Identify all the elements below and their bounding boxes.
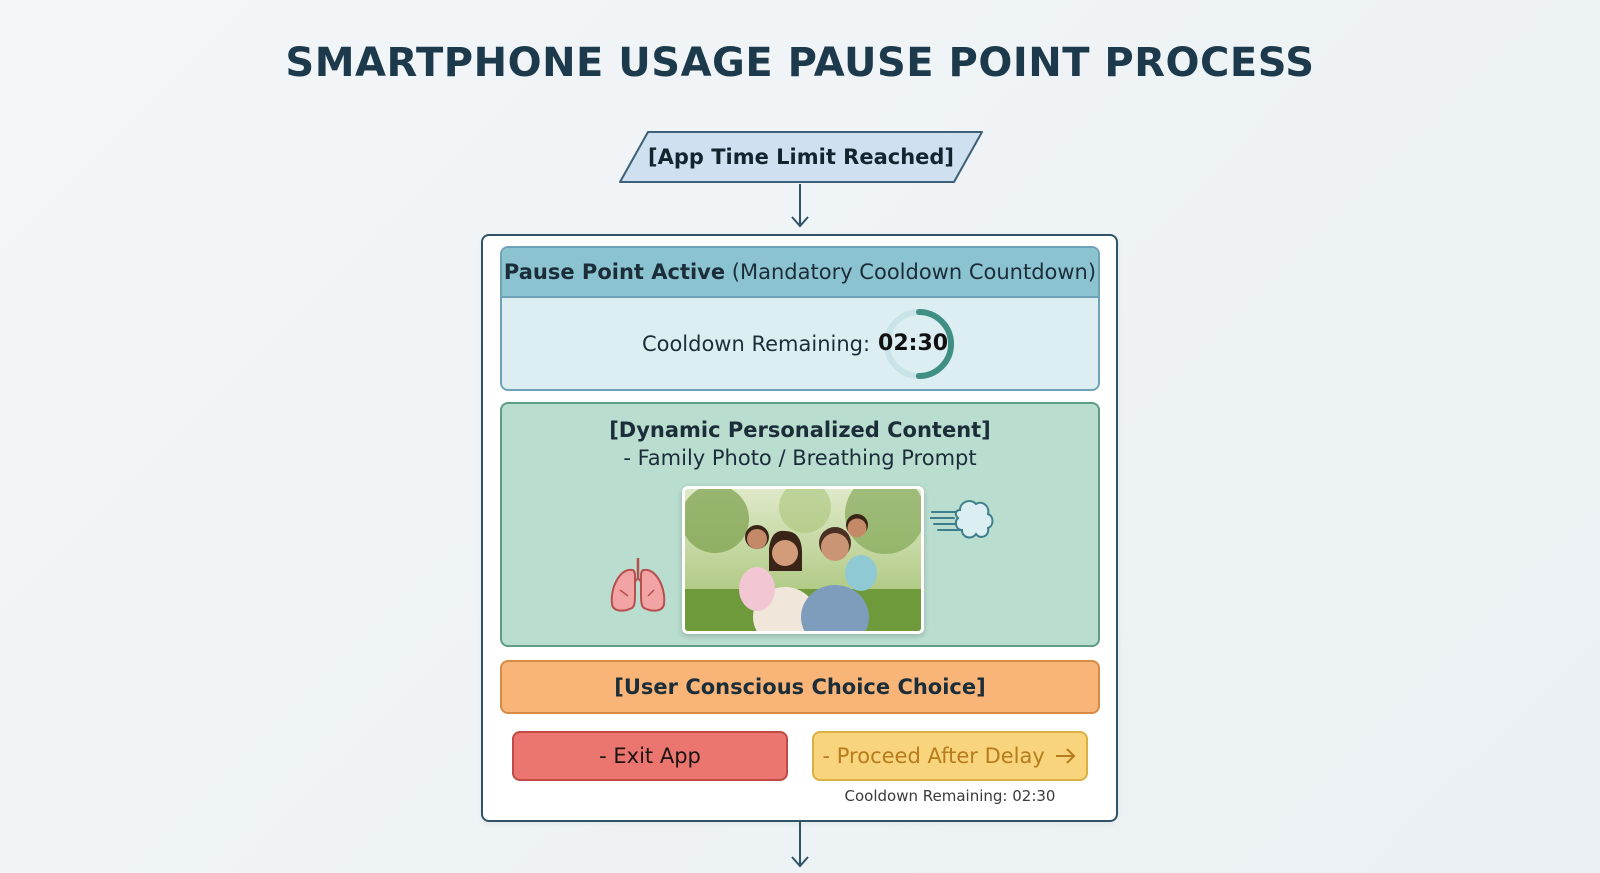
user-choice-bar: [User Conscious Choice Choice] bbox=[500, 660, 1100, 714]
lungs-icon bbox=[606, 554, 670, 616]
start-node: [App Time Limit Reached] bbox=[618, 130, 984, 184]
cooldown-row: Cooldown Remaining: 02:30 bbox=[502, 298, 1098, 389]
proceed-after-delay-button[interactable]: - Proceed After Delay bbox=[812, 731, 1088, 781]
timer-value: 02:30 bbox=[868, 305, 958, 383]
pause-point-header-title: Pause Point Active bbox=[504, 260, 725, 284]
cooldown-timer: 02:30 bbox=[880, 305, 958, 383]
breath-cloud-icon bbox=[930, 496, 996, 546]
cooldown-label: Cooldown Remaining: bbox=[642, 332, 870, 356]
arrow-right-icon bbox=[1055, 748, 1077, 764]
proceed-cooldown-note: Cooldown Remaining: 02:30 bbox=[812, 787, 1088, 805]
family-photo bbox=[682, 486, 924, 634]
content-title: [Dynamic Personalized Content] bbox=[502, 418, 1098, 442]
exit-app-button[interactable]: - Exit App bbox=[512, 731, 788, 781]
proceed-button-label: - Proceed After Delay bbox=[823, 744, 1045, 768]
page-title: SMARTPHONE USAGE PAUSE POINT PROCESS bbox=[0, 40, 1600, 86]
connector-arrow-bottom bbox=[788, 822, 812, 870]
pause-point-header-subtitle: (Mandatory Cooldown Countdown) bbox=[732, 260, 1096, 284]
start-node-label: [App Time Limit Reached] bbox=[618, 130, 984, 184]
dynamic-content-card: [Dynamic Personalized Content] - Family … bbox=[500, 402, 1100, 647]
pause-point-header: Pause Point Active (Mandatory Cooldown C… bbox=[502, 248, 1098, 298]
pause-point-card: Pause Point Active (Mandatory Cooldown C… bbox=[500, 246, 1100, 391]
content-subtitle: - Family Photo / Breathing Prompt bbox=[502, 446, 1098, 470]
connector-arrow-top bbox=[788, 184, 812, 230]
